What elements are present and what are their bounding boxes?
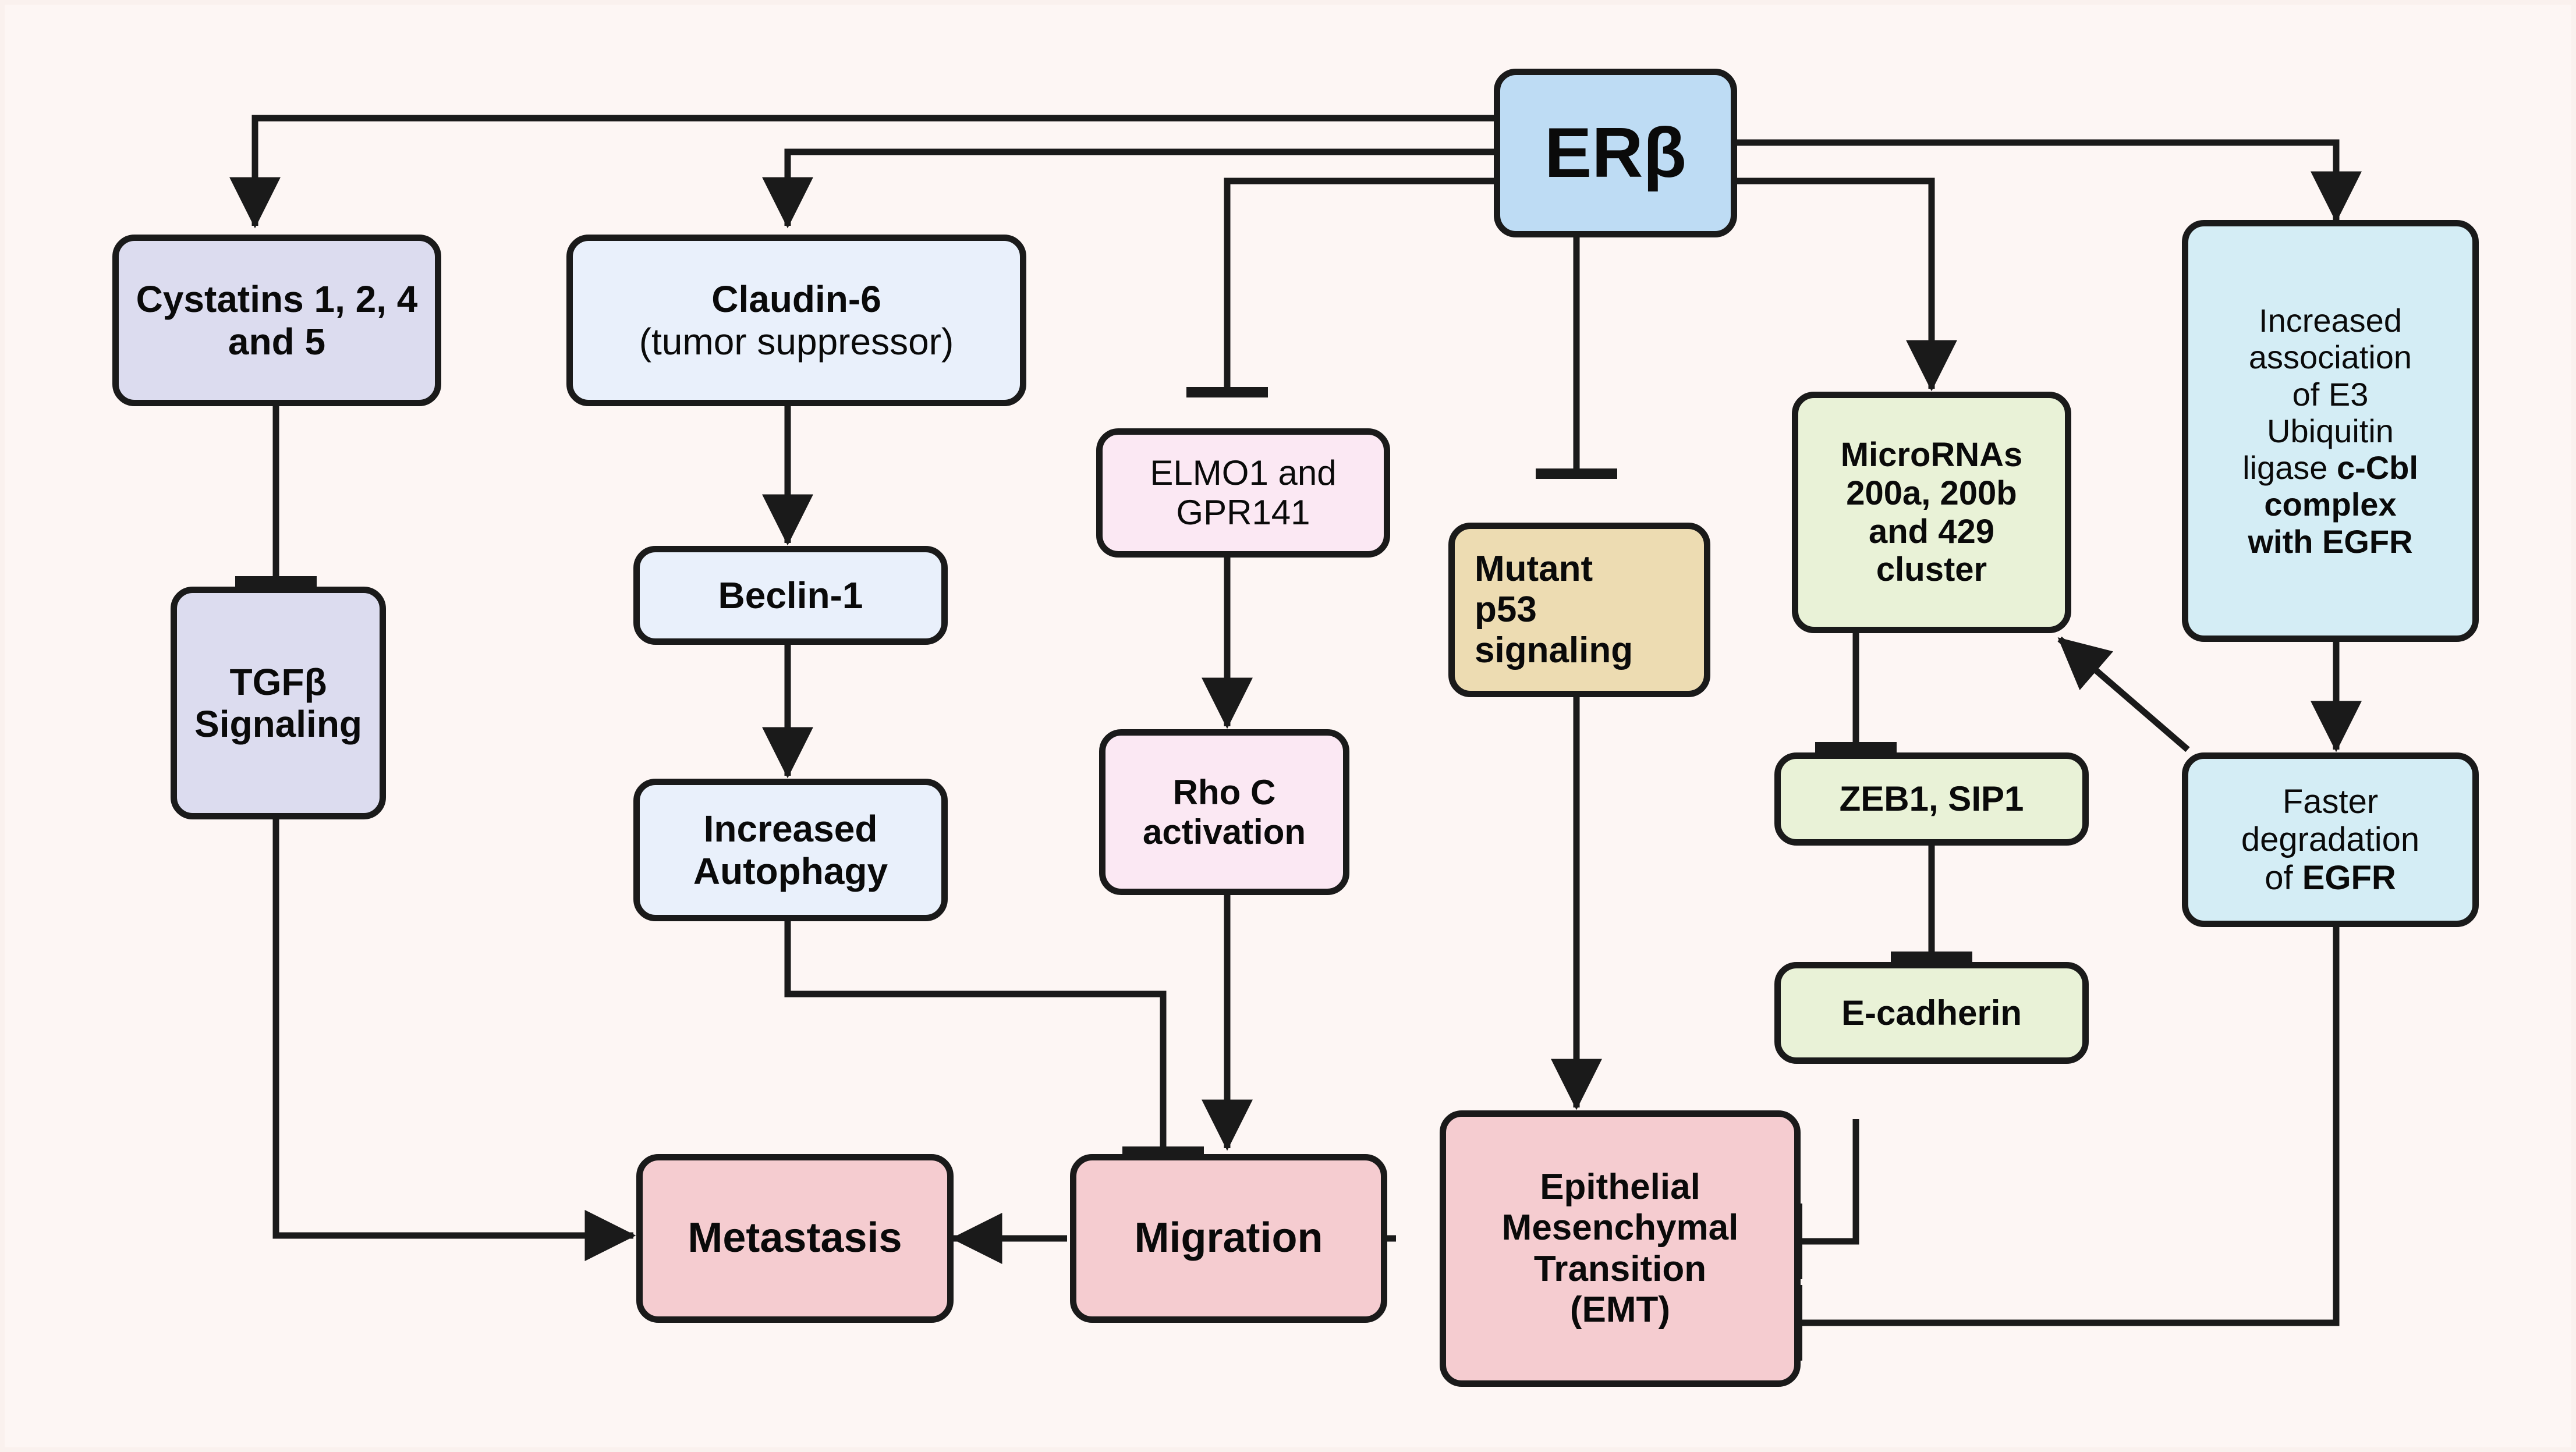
edge-ecad-emt (1801, 1119, 1859, 1245)
node-rhoc-activation[interactable]: Rho C activation (1099, 729, 1349, 895)
node-migration-label: Migration (1134, 1215, 1323, 1262)
node-emt-line2: Mesenchymal (1501, 1208, 1739, 1248)
edge-erb-mirna (1737, 177, 1957, 392)
edge-tgfb-metastasis (272, 819, 636, 1261)
node-autophagy-line1: Increased (703, 808, 878, 850)
node-e3-bold3: with EGFR (2248, 523, 2413, 560)
node-mirna-line4: cluster (1876, 551, 1987, 589)
edge-autophagy-migration (784, 921, 1167, 1148)
edge-erb-claudin (762, 148, 1494, 229)
node-erbeta[interactable]: ERβ (1494, 69, 1737, 237)
node-faster-degradation-egfr[interactable]: Faster degradation of EGFR (2182, 752, 2479, 927)
node-emt-line1: Epithelial (1540, 1167, 1700, 1208)
node-p53-line2: p53 (1475, 589, 1537, 630)
node-rhoc-line2: activation (1142, 812, 1306, 851)
node-zeb1-label: ZEB1, SIP1 (1839, 779, 2024, 819)
node-e3-line2: association (2248, 339, 2412, 376)
node-increased-autophagy[interactable]: Increased Autophagy (633, 779, 948, 921)
node-elmo1-line1: ELMO1 and (1150, 453, 1337, 493)
edge-erb-elmo (1224, 177, 1494, 389)
edge-erb-e3 (1737, 139, 2362, 223)
node-p53-line3: signaling (1475, 630, 1634, 671)
node-emt-line3: Transition (1533, 1248, 1707, 1289)
node-cystatins[interactable]: Cystatins 1, 2, 4 and 5 (112, 235, 441, 406)
node-mirna-line1: MicroRNAs (1840, 436, 2023, 474)
node-claudin6-line2: (tumor suppressor) (639, 320, 954, 363)
node-e3-ubiquitin-ccbl[interactable]: Increased association of E3 Ubiquitin li… (2182, 220, 2479, 642)
node-mirna-line2: 200a, 200b (1846, 474, 2017, 512)
node-p53-line1: Mutant (1475, 548, 1593, 589)
node-e3-line3: of E3 (2292, 375, 2369, 413)
node-emt-line4: (EMT) (1569, 1289, 1671, 1330)
node-e3-bold1: c-Cbl (2336, 449, 2418, 487)
node-tgfb-line1: TGFβ (229, 661, 327, 703)
node-e-cadherin[interactable]: E-cadherin (1774, 962, 2089, 1064)
node-metastasis[interactable]: Metastasis (636, 1154, 954, 1323)
node-rhoc-line1: Rho C (1172, 772, 1276, 812)
node-metastasis-label: Metastasis (688, 1215, 902, 1262)
node-degrade-line2: degradation (2241, 821, 2420, 859)
connector-layer (229, 115, 2362, 1361)
node-e3-line4: Ubiquitin (2267, 412, 2394, 449)
node-tgfb-signaling[interactable]: TGFβ Signaling (171, 587, 386, 819)
edge-degrade-mirna (2057, 636, 2190, 752)
edge-degrade-emt (1801, 924, 2340, 1326)
node-e3-bold2: complex (2264, 486, 2397, 523)
node-ecad-label: E-cadherin (1841, 993, 2022, 1032)
node-beclin1[interactable]: Beclin-1 (633, 546, 948, 645)
node-migration[interactable]: Migration (1070, 1154, 1387, 1323)
node-elmo1-gpr141[interactable]: ELMO1 and GPR141 (1096, 428, 1390, 558)
node-emt[interactable]: Epithelial Mesenchymal Transition (EMT) (1440, 1110, 1801, 1387)
node-claudin6-line1: Claudin-6 (711, 278, 881, 321)
node-e3-line5: ligase (2242, 449, 2337, 487)
edge-erb-cystatins (229, 115, 1494, 229)
node-beclin1-label: Beclin-1 (718, 574, 863, 616)
node-micrornas[interactable]: MicroRNAs 200a, 200b and 429 cluster (1792, 392, 2071, 633)
node-autophagy-line2: Autophagy (693, 850, 888, 892)
node-degrade-bold1: EGFR (2302, 858, 2396, 897)
node-e3-line1: Increased (2259, 302, 2402, 339)
node-claudin6[interactable]: Claudin-6 (tumor suppressor) (566, 235, 1026, 406)
node-elmo1-line2: GPR141 (1176, 493, 1310, 532)
node-mutant-p53[interactable]: Mutant p53 signaling (1448, 523, 1710, 697)
node-mirna-line3: and 429 (1869, 512, 1994, 551)
node-cystatins-label: Cystatins 1, 2, 4 and 5 (136, 278, 418, 363)
node-tgfb-line2: Signaling (194, 703, 362, 745)
node-erbeta-label: ERβ (1544, 113, 1686, 193)
node-zeb1-sip1[interactable]: ZEB1, SIP1 (1774, 752, 2089, 846)
node-degrade-line3: of (2265, 858, 2302, 897)
node-degrade-line1: Faster (2282, 782, 2379, 821)
